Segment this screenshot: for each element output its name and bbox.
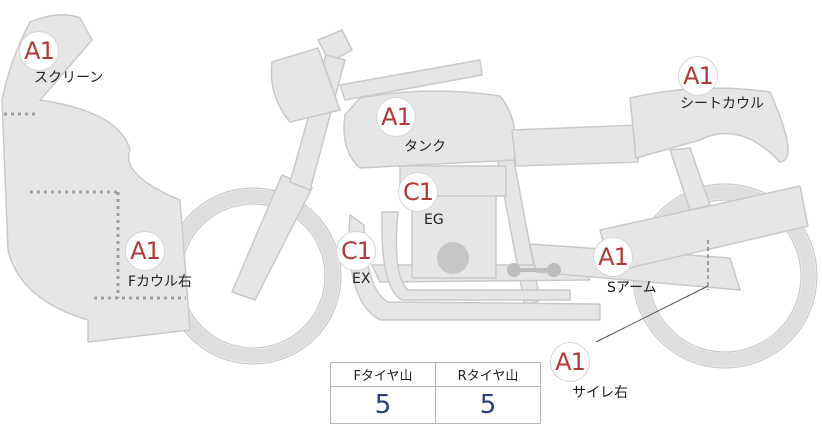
- headlight: [270, 47, 341, 123]
- label-fcowl: Fカウル右: [128, 274, 193, 290]
- tire-tread-table: Fタイヤ山 Rタイヤ山 5 5: [330, 362, 541, 424]
- label-swingarm: Sアーム: [607, 280, 657, 296]
- fuel-tank: [343, 90, 517, 169]
- rear-tire-header: Rタイヤ山: [435, 362, 541, 387]
- front-tire-header: Fタイヤ山: [330, 362, 436, 387]
- label-screen: スクリーン: [34, 70, 104, 86]
- grade-badge-engine: C1: [398, 172, 438, 212]
- label-engine: EG: [424, 212, 444, 228]
- label-exhaust: EX: [352, 271, 371, 287]
- grade-badge-exhaust: C1: [336, 231, 376, 271]
- label-seatcowl: シートカウル: [680, 96, 764, 112]
- label-tank: タンク: [404, 139, 446, 155]
- grade-badge-seatcowl: A1: [678, 56, 718, 96]
- label-muffler: サイレ右: [572, 385, 628, 401]
- grade-badge-screen: A1: [19, 31, 59, 71]
- seat: [511, 124, 641, 167]
- grade-badge-swingarm: A1: [593, 237, 633, 277]
- grade-badge-tank: A1: [376, 97, 416, 137]
- grade-badge-fcowl: A1: [125, 231, 165, 271]
- grade-badge-muffler: A1: [550, 342, 590, 382]
- front-tire-value: 5: [330, 386, 436, 424]
- rear-tire-value: 5: [435, 386, 541, 424]
